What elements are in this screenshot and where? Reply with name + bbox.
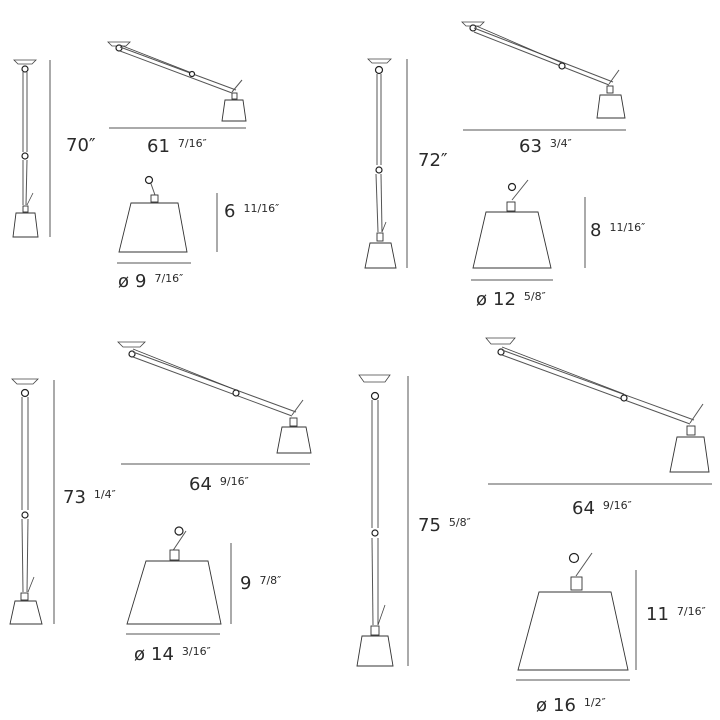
lamp-1-horizontal-profile xyxy=(107,41,247,122)
lamp-2-vertical-profile xyxy=(364,58,397,269)
lamp-4-shade-detail xyxy=(517,552,629,671)
lamp-1-height-label: 70″ xyxy=(66,135,96,156)
lamp-3-vertical-profile xyxy=(9,378,43,625)
lamp-3-shade-detail xyxy=(126,526,222,625)
lamp-1-shade-detail xyxy=(118,175,188,253)
lamp-2-horizontal-profile xyxy=(461,21,626,119)
lamp-3-horizontal-profile xyxy=(117,341,312,454)
lamp-2-shade-detail xyxy=(472,179,552,269)
lamp-4-vertical-profile xyxy=(356,374,394,667)
lamp-1-vertical-profile xyxy=(12,59,39,238)
lamp-2-height-label: 72″ xyxy=(418,150,448,171)
lamp-4-horizontal-profile xyxy=(485,337,710,473)
